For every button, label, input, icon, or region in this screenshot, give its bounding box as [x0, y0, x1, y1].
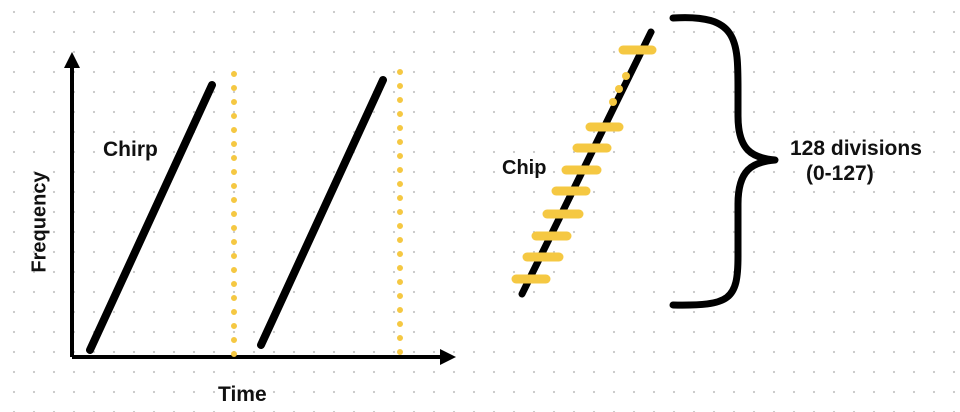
chirp-label: Chirp: [103, 138, 158, 161]
chip-label: Chip: [502, 157, 547, 179]
x-axis-arrow-icon: [440, 349, 456, 365]
divisions-range-label: (0-127): [806, 162, 874, 185]
chip-marks: [511, 45, 657, 284]
x-axis-label: Time: [218, 383, 267, 406]
chip-ellipsis-dots: [609, 72, 630, 106]
chirp-line-1: [86, 81, 216, 354]
y-axis-arrow-icon: [64, 52, 80, 68]
divisions-label: 128 divisions: [790, 137, 922, 160]
chirp-line-2: [257, 76, 387, 349]
curly-brace: [669, 14, 779, 309]
y-axis-label: Frequency: [28, 171, 51, 273]
